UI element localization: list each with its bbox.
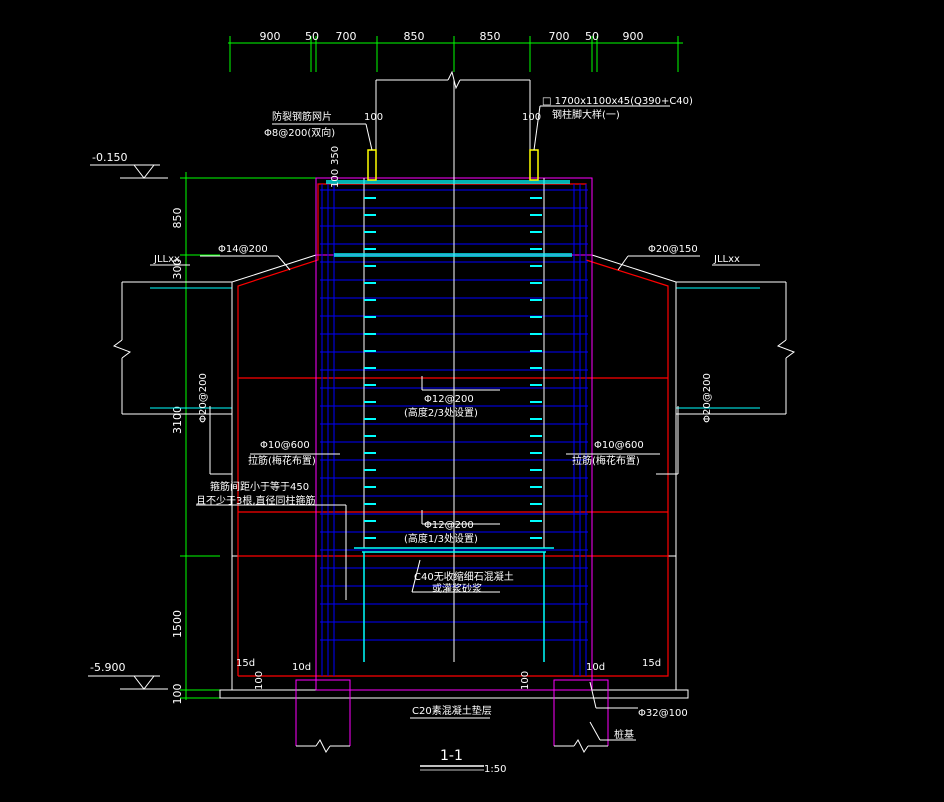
side-bar-right-label: Φ20@200 [702,373,713,423]
dim-top-7: 50 [585,30,599,43]
beam-left-label: JLLxx [153,254,180,265]
bedding-label: C20素混凝土垫层 [412,704,492,717]
pile-name-label: 桩基 [614,728,634,741]
bedding-layer [219,689,689,699]
pile-left-break [296,739,350,753]
stirrup-upper-spec: Φ12@200 [424,394,474,405]
dim-cap-350: 350 [330,146,341,165]
top-dimension-chain [228,36,683,72]
stirrup-lower-spec: Φ12@200 [424,520,474,531]
dim-left-100: 100 [171,684,184,705]
dim-top-4: 850 [404,30,425,43]
elevation-mark-bottom [88,675,168,690]
dim-cap-100-right: 100 [522,112,541,123]
beam-left [112,281,232,415]
tie-left-note: 拉筋(梅花布置) [248,454,316,467]
elevation-top-text: -0.150 [92,151,127,164]
dim-top-3: 700 [336,30,357,43]
pile-right [553,679,609,746]
dim-top-6: 700 [549,30,570,43]
pile-bar-label: Φ32@100 [638,708,688,719]
note-line-2: 且不少于3根,直径同柱箍筋 [196,494,316,507]
dim-left-1500: 1500 [171,610,184,638]
mesh-title-label: 防裂钢筋网片 [272,110,332,123]
cyan-tie-marks [364,197,542,539]
dim-top-2: 50 [305,30,319,43]
dim-left-300: 300 [171,259,184,280]
base-plate [354,547,554,662]
cap-top-plate [326,180,570,184]
section-scale: 1:50 [484,764,506,775]
elevation-mark-top [90,164,168,179]
stirrup-lower-note: (高度1/3处设置) [404,532,478,545]
dim-10d-left: 10d [292,662,311,673]
dim-cap-100-small: 100 [330,169,341,188]
column-name-label: 钢柱脚大样(一) [552,108,620,121]
side-bar-left-label: Φ20@200 [198,373,209,423]
dim-15d-left: 15d [236,658,255,669]
beam-right [676,281,796,415]
dim-top-5: 850 [480,30,501,43]
leader-lines [150,105,760,741]
note-line-1: 箍筋间距小于等于450 [210,480,309,493]
dim-left-3100: 3100 [171,406,184,434]
column-spec-label: □ 1700x1100x45(Q390+C40) [542,96,693,107]
top-bar-left-label: Φ14@200 [218,244,268,255]
section-title: 1-1 [440,748,463,764]
dim-pile-100-right: 100 [520,671,531,690]
mesh-post-right [529,149,539,181]
tie-right-spec: Φ10@600 [594,440,644,451]
outer-rebar-cage [237,183,669,677]
dim-cap-100-left: 100 [364,112,383,123]
dim-15d-right: 15d [642,658,661,669]
grout-line-2: 或灌浆砂浆 [432,582,482,595]
tie-right-note: 拉筋(梅花布置) [572,454,640,467]
dim-top-1: 900 [260,30,281,43]
mesh-spec-label: Φ8@200(双向) [264,126,335,139]
dim-10d-right: 10d [586,662,605,673]
dim-left-850: 850 [171,208,184,229]
beam-right-label: JLLxx [713,254,740,265]
mesh-post-left [367,149,377,181]
pile-right-break [554,739,608,753]
cap-mid-plate [334,253,572,257]
grout-line-1: C40无收缩细石混凝土 [414,570,514,583]
dim-pile-100-left: 100 [254,671,265,690]
tie-left-spec: Φ10@600 [260,440,310,451]
stirrup-upper-note: (高度2/3处设置) [404,406,478,419]
pile-left [295,679,351,746]
dim-top-8: 900 [623,30,644,43]
top-bar-right-label: Φ20@150 [648,244,698,255]
elevation-bottom-text: -5.900 [90,661,125,674]
